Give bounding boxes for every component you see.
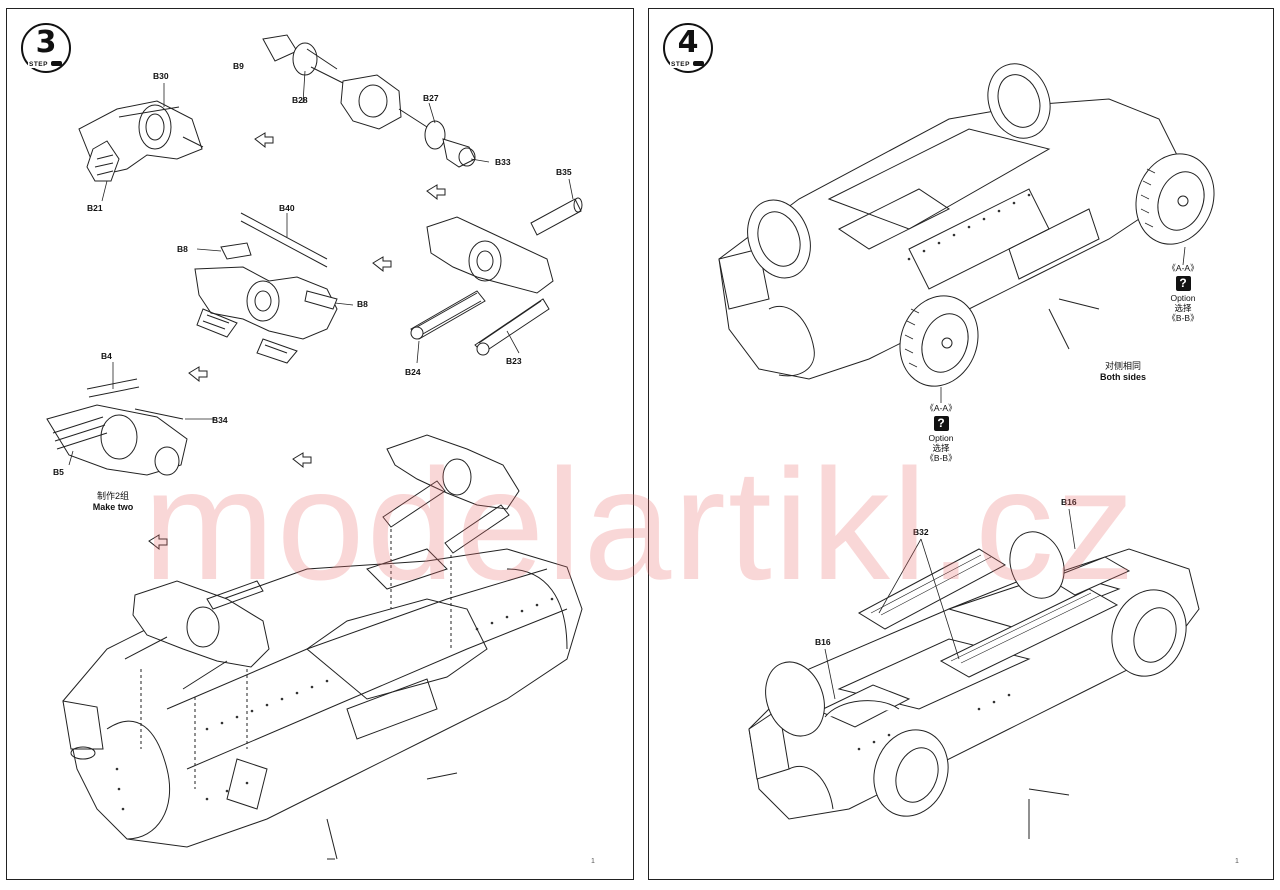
part-label-b32: B32: [913, 527, 929, 537]
part-label-b33: B33: [495, 157, 511, 167]
axle-housing-b30-drawing: [79, 101, 203, 181]
part-label-b24: B24: [405, 367, 421, 377]
part-label-b27: B27: [423, 93, 439, 103]
wheel-front-right-top: [888, 285, 991, 397]
instruction-page-step-3: 3 STEP B30 B9 B28 B27 B33 B21 B35 B40 B8…: [6, 8, 634, 880]
wheel-rear-left-bottom: [1001, 524, 1073, 606]
part-label-b28: B28: [292, 95, 308, 105]
both-sides-en: Both sides: [1099, 372, 1146, 382]
step-4-assembly-drawing: [649, 9, 1274, 880]
hull-rear-axle-drawing: [383, 435, 519, 649]
wheel-rear-left-top: [978, 55, 1060, 147]
axle-b24-b23-assembly-drawing: [411, 217, 553, 355]
step-number: 4: [677, 25, 699, 60]
part-label-b9: B9: [233, 61, 244, 71]
hull-front-axle-drawing: [125, 581, 269, 789]
hull-rivets: [115, 597, 554, 811]
part-label-b23: B23: [506, 356, 522, 366]
page-number-left: 1: [591, 858, 595, 865]
part-leader-lines: [825, 247, 1185, 699]
step-label: STEP: [670, 61, 691, 68]
make-two-cn: 制作2组: [96, 491, 129, 501]
wheel-rear-right-top: [1124, 143, 1227, 255]
leaf-spring-assembly-drawing: [47, 379, 187, 475]
part-label-b34: B34: [212, 415, 228, 425]
part-label-b16-right: B16: [1061, 497, 1077, 507]
part-label-b8-right: B8: [357, 299, 368, 309]
instruction-page-step-4: 4 STEP 《A-A》 ? Option 选择 《B-B》 《A-A》 ? O…: [648, 8, 1274, 880]
hollow-arrow-icon: [149, 133, 445, 549]
part-leader-lines: [69, 71, 573, 465]
step-number: 3: [35, 25, 57, 60]
wheel-front-left-top: [737, 191, 821, 287]
wheel-rear-right-bottom: [1100, 579, 1198, 686]
page-number-right: 1: [1235, 858, 1239, 865]
part-label-b30: B30: [153, 71, 169, 81]
part-label-b4: B4: [101, 351, 112, 361]
axle-b40-assembly-drawing: [195, 213, 337, 363]
part-label-b35: B35: [556, 167, 572, 177]
option-ref-a: 《A-A》: [1167, 263, 1199, 273]
drive-shaft-b35-drawing: [531, 198, 582, 235]
option-note-right: 《A-A》 ? Option 选择 《B-B》: [1153, 263, 1213, 323]
both-sides-cn: 对侧相同: [1104, 361, 1141, 371]
part-label-b8-left: B8: [177, 244, 188, 254]
wheel-front-right-bottom: [862, 719, 960, 826]
both-sides-note: 对侧相同 Both sides: [1093, 361, 1153, 383]
wheel-front-left-bottom: [756, 654, 835, 745]
part-label-b40: B40: [279, 203, 295, 213]
part-label-b16-left: B16: [815, 637, 831, 647]
question-mark-icon: ?: [1175, 276, 1191, 291]
floor-mat-b32-right-drawing: [941, 589, 1117, 677]
option-label: Option: [1170, 293, 1196, 303]
option-ref-b: 《B-B》: [1167, 313, 1199, 323]
option-label-cn: 选择: [1174, 303, 1192, 313]
make-two-note: 制作2组 Make two: [83, 491, 143, 513]
part-label-b21: B21: [87, 203, 103, 213]
tank-icon: [51, 61, 62, 66]
exploded-axle-top-drawing: [263, 35, 475, 167]
hatch-b16-left-drawing: [819, 685, 909, 727]
step-label: STEP: [28, 61, 49, 68]
make-two-en: Make two: [92, 502, 134, 512]
option-ref-b: 《B-B》: [925, 453, 957, 463]
chassis-rivets: [857, 193, 1031, 751]
tank-icon: [693, 61, 704, 66]
option-label-cn: 选择: [932, 443, 950, 453]
option-label: Option: [928, 433, 954, 443]
option-ref-a: 《A-A》: [925, 403, 957, 413]
option-note-left: 《A-A》 ? Option 选择 《B-B》: [911, 403, 971, 463]
step-3-badge: 3 STEP: [21, 23, 71, 73]
question-mark-icon: ?: [933, 416, 949, 431]
tire-tread-top: [905, 169, 1155, 367]
step-4-badge: 4 STEP: [663, 23, 713, 73]
part-label-b5: B5: [53, 467, 64, 477]
hatch-b16-right-drawing: [1049, 557, 1129, 595]
step-3-assembly-drawing: [7, 9, 634, 880]
